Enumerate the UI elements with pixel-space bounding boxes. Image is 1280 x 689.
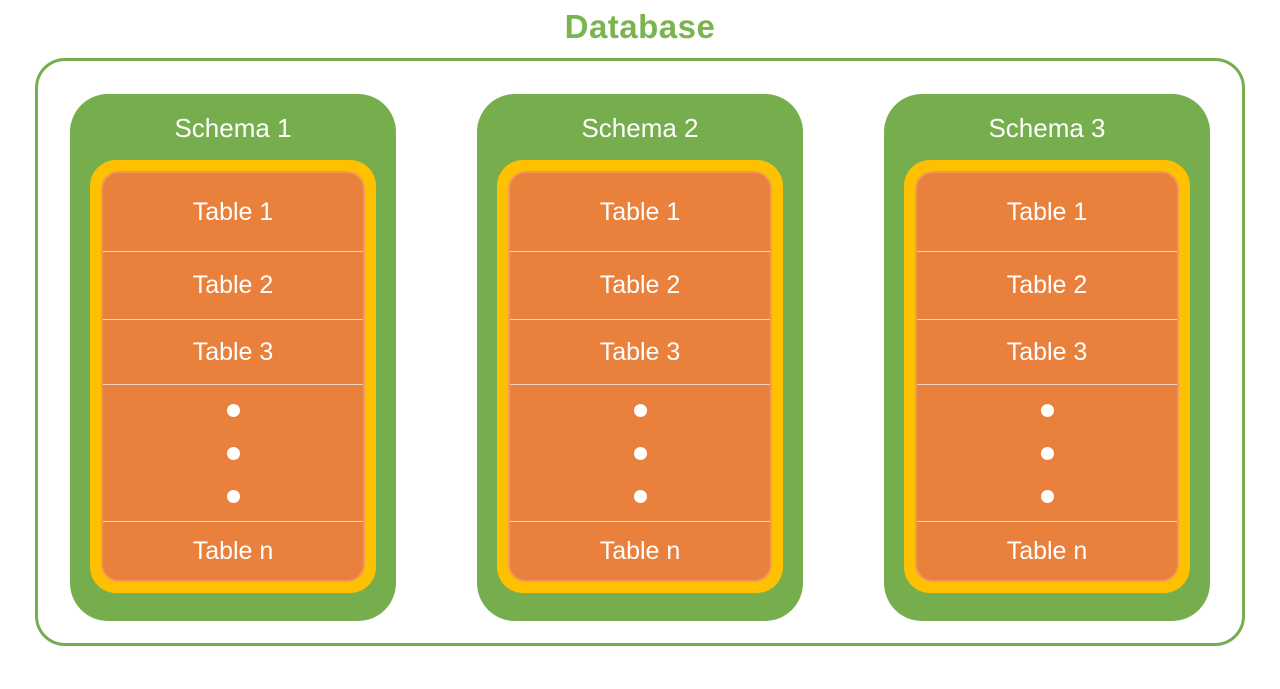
table-row: Table n xyxy=(510,521,770,580)
table-row: Table 1 xyxy=(599,197,681,226)
tables-panel: Table 1 Table 2 Table 3 Table n xyxy=(904,160,1190,593)
table-row: Table 2 xyxy=(917,251,1177,319)
ellipsis-dot xyxy=(226,446,240,460)
table-row: Table n xyxy=(917,521,1177,580)
ellipsis-dot xyxy=(1040,489,1054,503)
table-row: Table 2 xyxy=(103,251,363,319)
ellipsis-dot xyxy=(1040,403,1054,417)
table-list: Table 1 Table 2 Table 3 Table n xyxy=(101,171,365,582)
ellipsis-row xyxy=(917,384,1177,521)
table-row: Table 3 xyxy=(103,319,363,384)
table-row: Table 1 xyxy=(192,197,274,226)
ellipsis-dot xyxy=(1040,446,1054,460)
table-row: Table n xyxy=(103,521,363,580)
table-row: Table 3 xyxy=(510,319,770,384)
table-row: Table 1 xyxy=(1006,197,1088,226)
ellipsis-dot xyxy=(633,489,647,503)
table-list: Table 1 Table 2 Table 3 Table n xyxy=(508,171,772,582)
tables-panel: Table 1 Table 2 Table 3 Table n xyxy=(497,160,783,593)
tables-panel: Table 1 Table 2 Table 3 Table n xyxy=(90,160,376,593)
schema-title: Schema 3 xyxy=(988,113,1106,143)
table-row: Table 3 xyxy=(917,319,1177,384)
ellipsis-dot xyxy=(633,403,647,417)
ellipsis-dot xyxy=(633,446,647,460)
ellipsis-dot xyxy=(226,403,240,417)
schema-card-3: Schema 3 Table 1 Table 2 Table 3 Table n xyxy=(884,94,1210,621)
schema-card-1: Schema 1 Table 1 Table 2 Table 3 Table n xyxy=(70,94,396,621)
diagram-title: Database xyxy=(564,8,716,45)
schema-title: Schema 2 xyxy=(581,113,699,143)
ellipsis-dot xyxy=(226,489,240,503)
database-container: Schema 1 Table 1 Table 2 Table 3 Table n… xyxy=(35,58,1245,646)
table-list: Table 1 Table 2 Table 3 Table n xyxy=(915,171,1179,582)
schema-card-2: Schema 2 Table 1 Table 2 Table 3 Table n xyxy=(477,94,803,621)
ellipsis-row xyxy=(103,384,363,521)
table-row: Table 2 xyxy=(510,251,770,319)
schema-title: Schema 1 xyxy=(174,113,292,143)
ellipsis-row xyxy=(510,384,770,521)
